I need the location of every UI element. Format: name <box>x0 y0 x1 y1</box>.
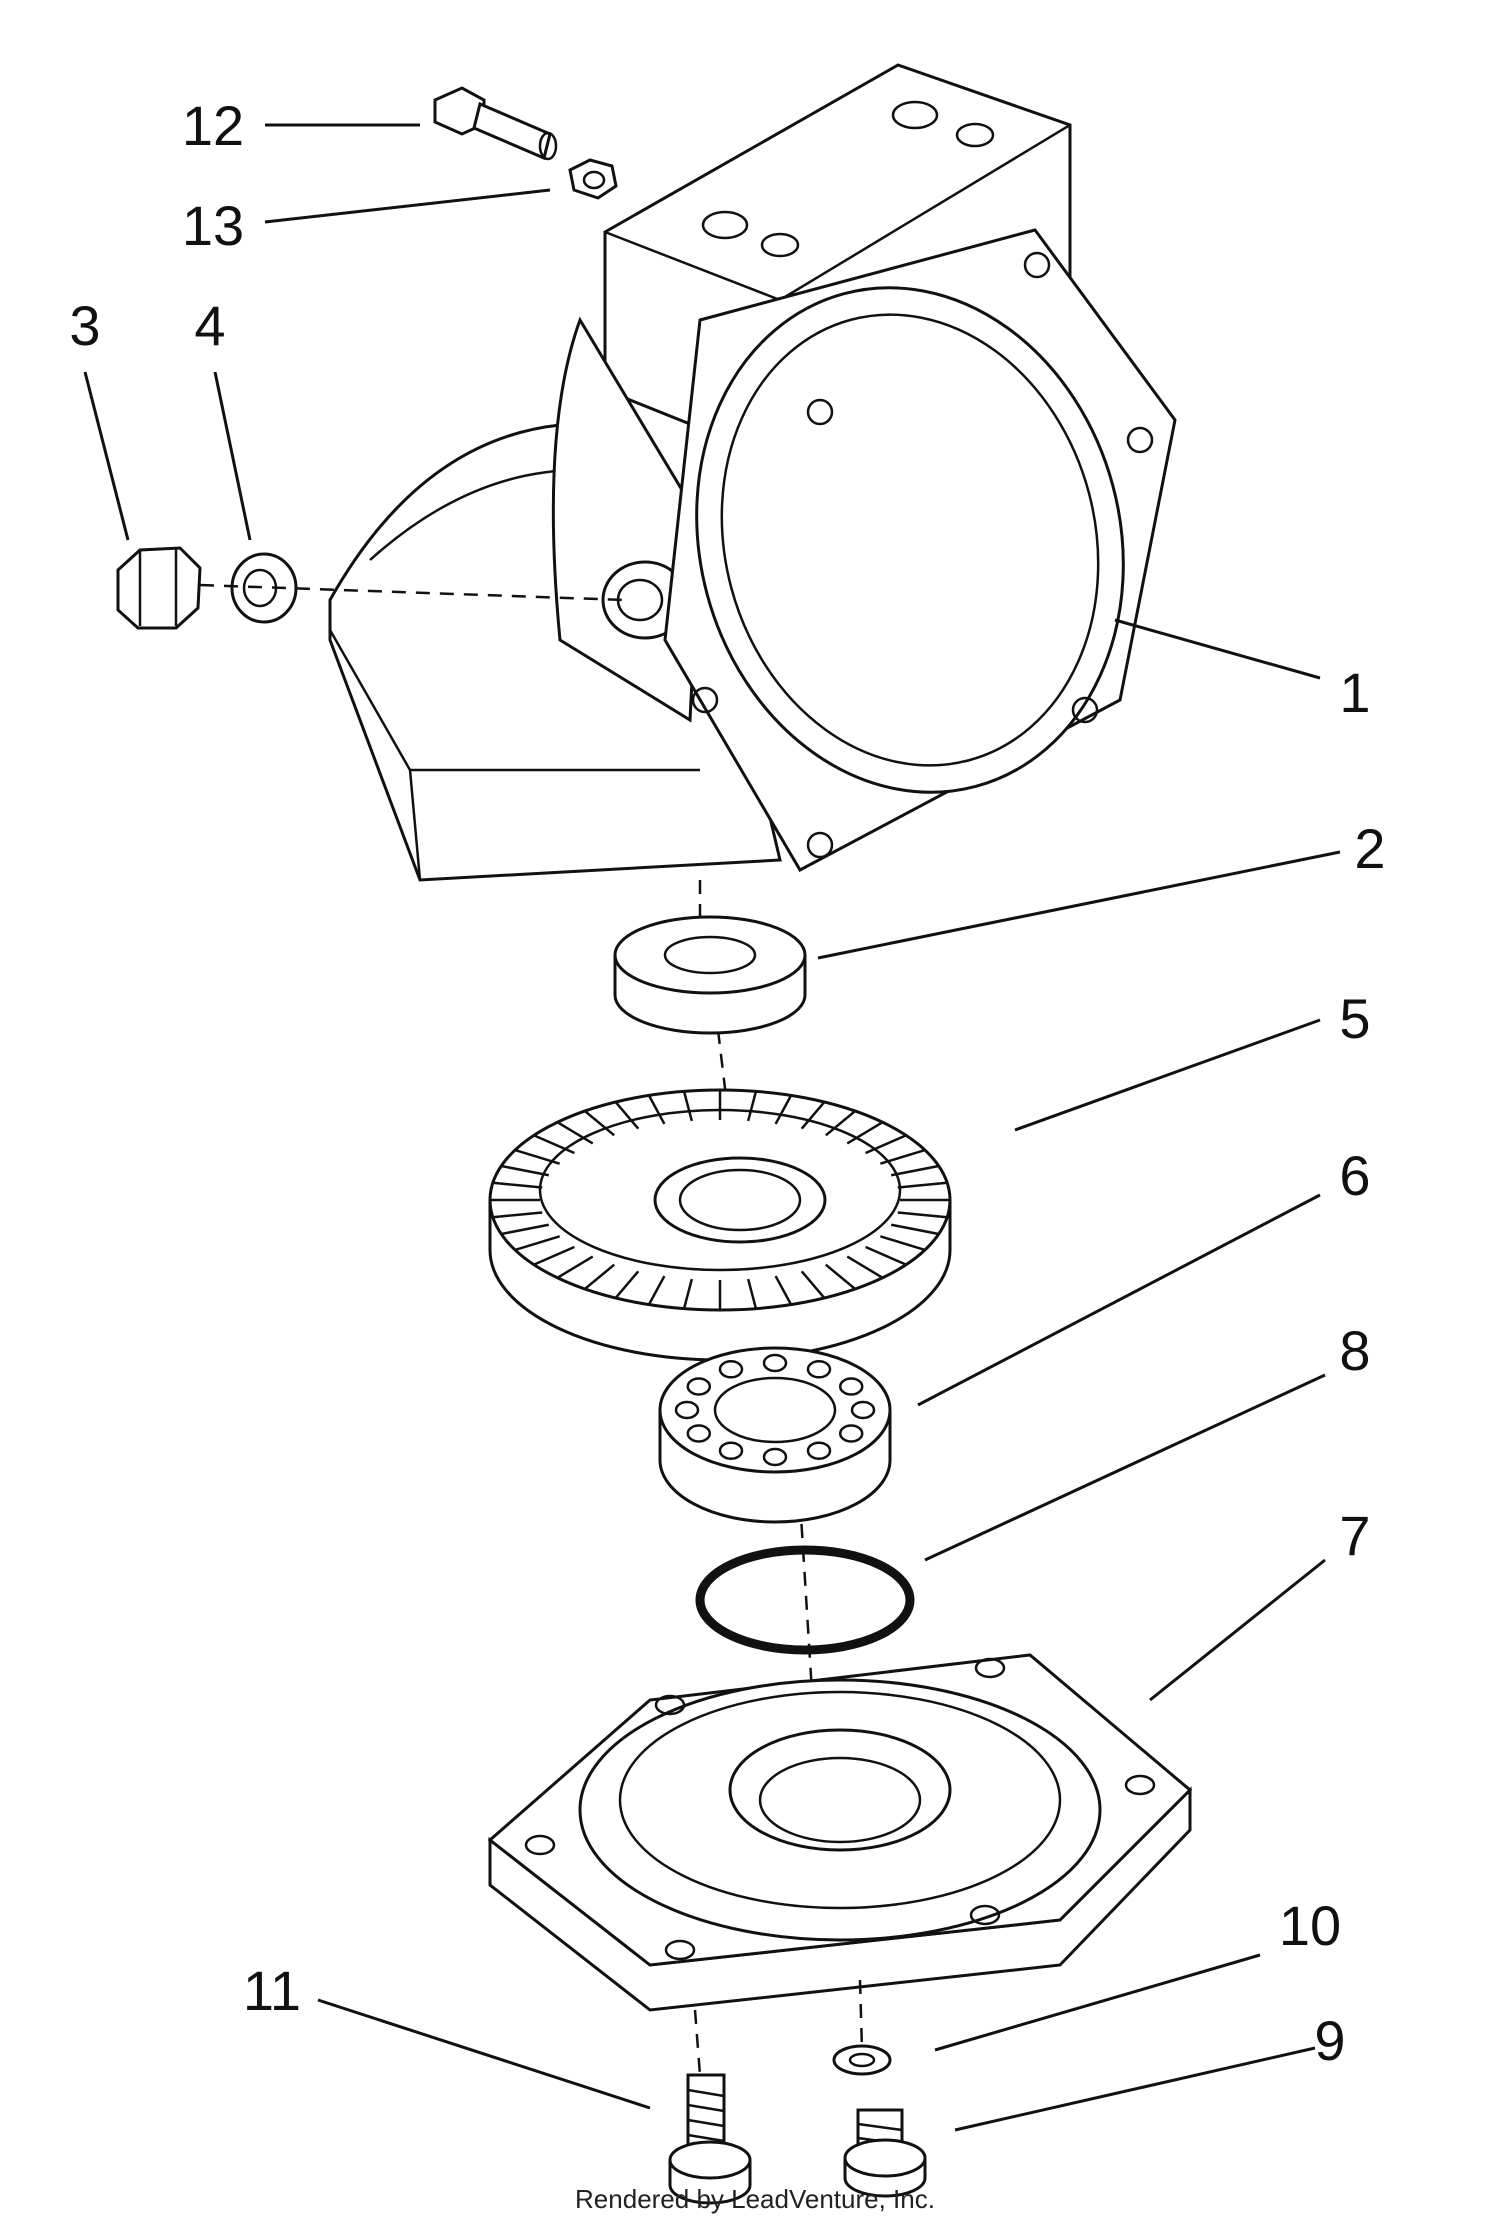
bearing-ball <box>718 1441 744 1460</box>
bearing-ball <box>762 1353 788 1373</box>
gear-tooth <box>897 1181 948 1189</box>
part-3-plug <box>116 546 202 630</box>
gear-tooth <box>825 1263 856 1290</box>
gear-tooth <box>556 1121 594 1145</box>
leader-lines <box>83 123 1341 2132</box>
gear-tooth <box>514 1148 560 1165</box>
gear-tooth <box>614 1270 640 1299</box>
bearing-ball <box>838 1377 864 1396</box>
callout-4: 4 <box>194 294 225 357</box>
gear-tooth <box>800 1270 826 1299</box>
bearing-ball <box>806 1360 832 1379</box>
gear-tooth <box>584 1263 615 1290</box>
callout-9: 9 <box>1314 2009 1345 2072</box>
gear-tooth <box>647 1094 666 1125</box>
callout-labels: 1 2 3 4 5 6 8 7 10 9 11 12 13 <box>69 94 1385 2072</box>
callout-6: 6 <box>1339 1144 1370 1207</box>
gear-tooth <box>846 1255 884 1279</box>
part-10-washer <box>832 2044 892 2076</box>
bearing-ball <box>674 1400 700 1420</box>
gear-tooth <box>556 1255 594 1279</box>
bearing-ball <box>806 1441 832 1460</box>
gear-tooth <box>501 1223 550 1236</box>
gear-tooth <box>492 1181 543 1189</box>
gear-tooth <box>890 1164 939 1177</box>
gear-tooth <box>492 1211 543 1219</box>
gear-tooth <box>614 1101 640 1130</box>
gear-tooth <box>746 1278 758 1309</box>
part-4-washer <box>230 552 298 624</box>
gear-tooth <box>682 1091 694 1122</box>
gear-tooth <box>890 1223 939 1236</box>
part-8-o-ring <box>695 1545 915 1655</box>
part-7-cover-plate <box>487 1653 1193 2012</box>
gear-tooth <box>846 1121 884 1145</box>
callout-1: 1 <box>1339 661 1370 724</box>
callout-8: 8 <box>1339 1319 1370 1382</box>
part-6-bearing <box>658 1346 892 1524</box>
bearing-ball <box>686 1424 712 1443</box>
gear-tooth <box>880 1235 926 1252</box>
bearing-ball <box>718 1360 744 1379</box>
callout-12: 12 <box>182 94 244 157</box>
part-11-bolt <box>668 2073 752 2205</box>
gear-tooth <box>501 1164 550 1177</box>
part-13-nut <box>568 158 618 200</box>
bearing-ball <box>762 1447 788 1467</box>
callout-13: 13 <box>182 194 244 257</box>
callout-3: 3 <box>69 294 100 357</box>
gear-tooth <box>865 1245 907 1266</box>
part-5-bevel-gear <box>488 1088 952 1362</box>
gear-teeth <box>490 1090 950 1310</box>
gear-tooth <box>533 1245 575 1266</box>
callout-10: 10 <box>1279 1894 1341 1957</box>
part-9-plug <box>843 2108 927 2198</box>
part-2-spacer <box>613 915 807 1035</box>
bearing-ball <box>850 1400 876 1420</box>
gear-tooth <box>774 1275 793 1306</box>
gear-tooth <box>774 1094 793 1125</box>
gear-tooth <box>533 1134 575 1155</box>
callout-7: 7 <box>1339 1504 1370 1567</box>
bearing-ball <box>838 1424 864 1443</box>
callout-5: 5 <box>1339 987 1370 1050</box>
gear-tooth <box>825 1110 856 1137</box>
gear-tooth <box>865 1134 907 1155</box>
gear-tooth <box>514 1235 560 1252</box>
gear-tooth <box>647 1275 666 1306</box>
gear-tooth <box>584 1110 615 1137</box>
part-12-bolt <box>433 86 558 161</box>
part-1-housing <box>328 63 1177 882</box>
gear-tooth <box>682 1278 694 1309</box>
gear-tooth <box>897 1211 948 1219</box>
gear-tooth <box>746 1091 758 1122</box>
gear-tooth <box>880 1148 926 1165</box>
render-credit: Rendered by LeadVenture, Inc. <box>575 2184 935 2214</box>
bearing-ball <box>686 1377 712 1396</box>
callout-11: 11 <box>243 1959 301 2022</box>
callout-2: 2 <box>1354 817 1385 880</box>
gear-tooth <box>800 1101 826 1130</box>
bearing-balls <box>674 1353 876 1467</box>
